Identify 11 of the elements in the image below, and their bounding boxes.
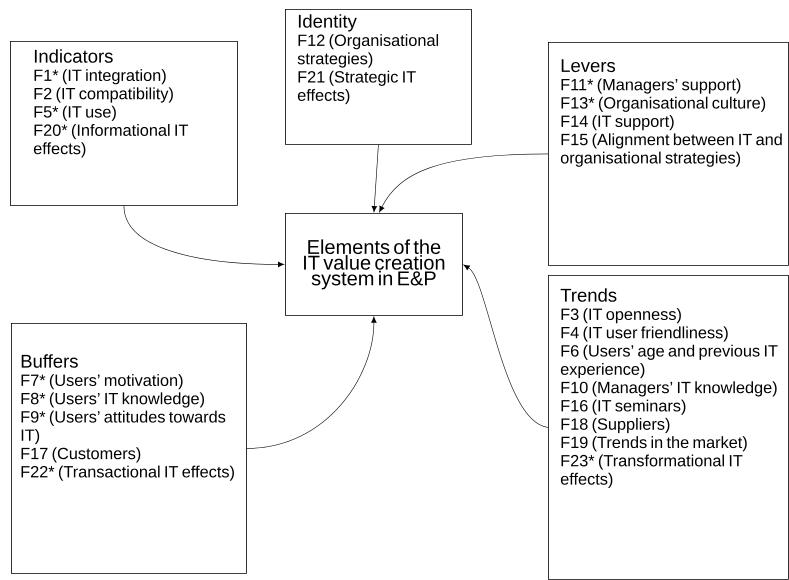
arrow bbox=[379, 154, 548, 212]
category-box: Levers F11* (Managers’ support) F13* (Organisational culture) F14 (IT support) F15 (Alignment between IT and organisational strategies) bbox=[548, 42, 789, 266]
category-box: Identity F12 (Organisational strategies) F21 (Strategic IT effects) bbox=[285, 9, 472, 145]
arrow bbox=[463, 264, 548, 428]
element-box: Elements of the IT value creation system in E&P bbox=[285, 213, 463, 316]
category-box: Trends F3 (IT openness) F4 (IT user friendliness) F6 (Users’ age and previous IT experience) F10 (Managers’ IT knowledge) F16 (IT seminars) F18 (Suppliers) F19 (Trends in the market) F23* (Transformational IT effects) bbox=[548, 275, 789, 580]
category-box: Buffers F7* (Users’ motivation) F8* (Users’ IT knowledge) F9* (Users’ attitudes towards IT) F17 (Customers) F22* (Transactional IT effects) bbox=[11, 323, 247, 574]
arrow bbox=[124, 206, 284, 268]
arrow bbox=[246, 316, 377, 449]
category-box: Indicators F1* (IT integration) F2 (IT compatibility) F5* (IT use) F20* (Informational IT effects) bbox=[10, 41, 238, 206]
arrow bbox=[372, 144, 379, 212]
